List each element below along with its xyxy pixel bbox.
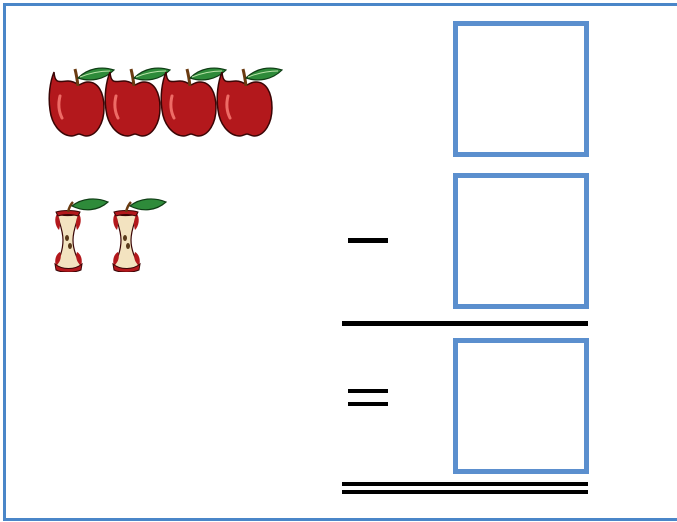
double-line-bottom bbox=[342, 490, 588, 494]
minus-sign bbox=[348, 238, 388, 244]
apple-icon bbox=[215, 66, 284, 138]
whole-apples-group bbox=[47, 66, 284, 138]
apple-core-icon bbox=[111, 198, 168, 272]
answer-box-subtrahend[interactable] bbox=[453, 173, 589, 309]
worksheet-frame bbox=[3, 3, 677, 521]
equals-sign bbox=[348, 389, 388, 409]
double-line-top bbox=[342, 482, 588, 486]
subtraction-line bbox=[342, 321, 588, 326]
apple-icon bbox=[103, 66, 172, 138]
apple-icon bbox=[47, 66, 116, 138]
answer-box-minuend[interactable] bbox=[453, 21, 589, 157]
apple-cores-group bbox=[53, 198, 168, 272]
answer-box-difference[interactable] bbox=[453, 338, 589, 474]
apple-icon bbox=[159, 66, 228, 138]
apple-core-icon bbox=[53, 198, 110, 272]
